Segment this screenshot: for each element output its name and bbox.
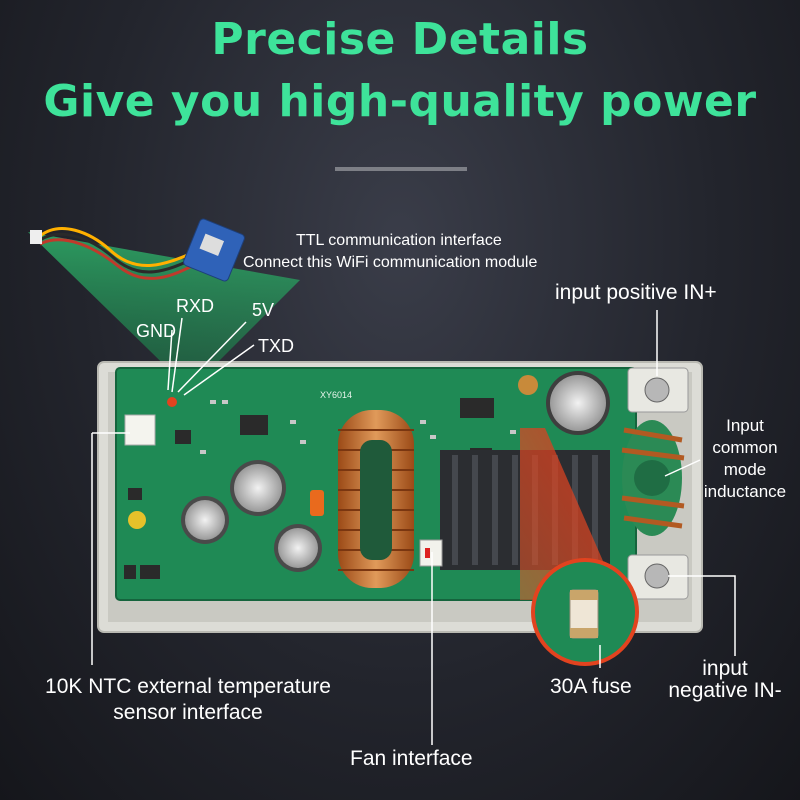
5v-pin-label: 5V <box>252 300 275 320</box>
heading-line-1: Precise Details <box>211 14 589 65</box>
txd-pin-label: TXD <box>258 336 294 356</box>
main-inductor <box>338 410 414 588</box>
input-positive-label: input positive IN+ <box>555 281 717 304</box>
fuse-label: 30A fuse <box>550 675 632 698</box>
ntc-connector <box>124 414 156 446</box>
input-negative-line-2: negative IN- <box>668 679 782 703</box>
fan-interface-label: Fan interface <box>350 747 473 770</box>
input-negative-label: input negative IN- <box>660 657 790 703</box>
fan-connector <box>419 539 443 567</box>
board-model-marking: XY6014 <box>320 390 352 400</box>
common-mode-choke <box>621 420 685 536</box>
ttl-interface-label: TTL communication interface <box>296 232 502 249</box>
input-common-line-1: Input <box>726 416 764 435</box>
input-common-line-2: common <box>712 438 778 458</box>
rxd-pin-label: RXD <box>176 296 215 316</box>
capacitor-group <box>181 460 322 572</box>
gnd-pin-label: GND <box>136 321 176 341</box>
input-negative-line-1: input <box>702 657 748 680</box>
heading-line-2: Give you high-quality power <box>43 76 757 127</box>
input-common-line-4: inductance <box>703 482 787 502</box>
wifi-module-label: Connect this WiFi communication module <box>243 254 538 271</box>
title-divider <box>335 167 467 171</box>
input-common-mode-label: Input common mode inductance <box>690 415 800 503</box>
input-negative-screw <box>644 563 670 589</box>
ntc-sensor-label: 10K NTC external temperature sensor inte… <box>20 674 356 727</box>
wifi-highlight-beam <box>28 232 300 390</box>
fuse-magnifier <box>531 558 639 666</box>
input-positive-screw <box>644 377 670 403</box>
ntc-line-2: sensor interface <box>113 701 263 725</box>
ntc-line-1: 10K NTC external temperature <box>45 675 331 698</box>
input-common-line-3: mode <box>723 460 767 480</box>
wifi-module <box>30 218 245 282</box>
fuse-highlight-beam <box>520 428 620 600</box>
